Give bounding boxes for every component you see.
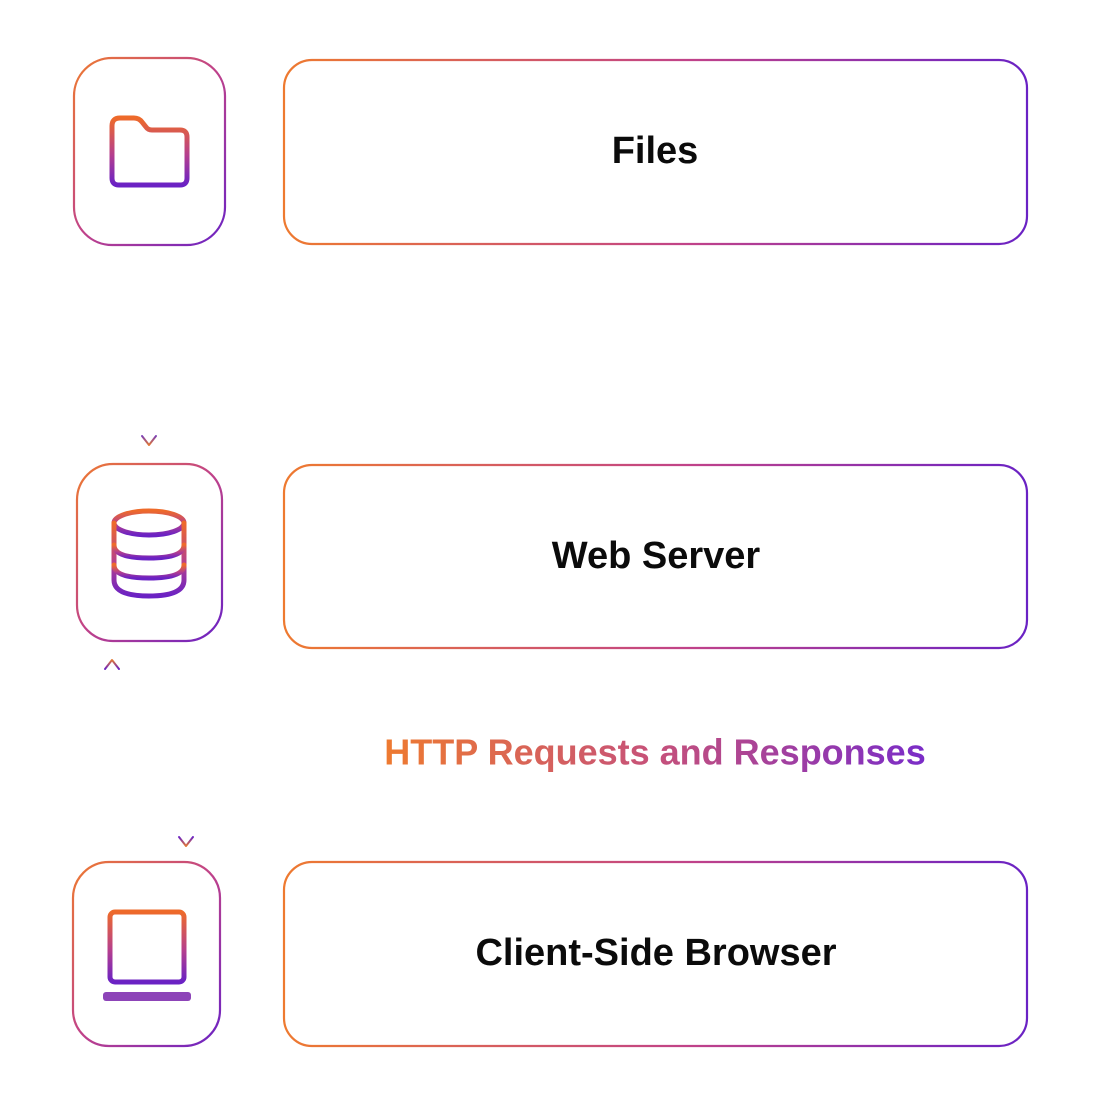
web-server-icon-tile: [75, 462, 224, 643]
database-icon: [111, 508, 187, 599]
http-connection-label: HTTP Requests and Responses: [384, 732, 925, 773]
response-arrow-down: [178, 659, 194, 847]
client-browser-label-box: [282, 860, 1029, 1048]
web-server-label-box: [282, 463, 1029, 650]
web-server-label: Web Server: [552, 535, 761, 577]
files-row: Files: [72, 56, 1029, 247]
files-label: Files: [612, 130, 699, 172]
web-server-row: Web Server: [75, 462, 1029, 650]
laptop-icon: [103, 909, 191, 1001]
client-browser-icon-tile: [71, 860, 222, 1048]
files-icon-tile: [72, 56, 227, 247]
folder-icon: [109, 115, 190, 188]
request-arrow-up: [104, 659, 120, 846]
files-label-box: [282, 58, 1029, 246]
client-browser-label: Client-Side Browser: [475, 932, 836, 974]
files-to-server-arrow: [141, 261, 157, 446]
client-browser-row: Client-Side Browser: [71, 860, 1029, 1048]
